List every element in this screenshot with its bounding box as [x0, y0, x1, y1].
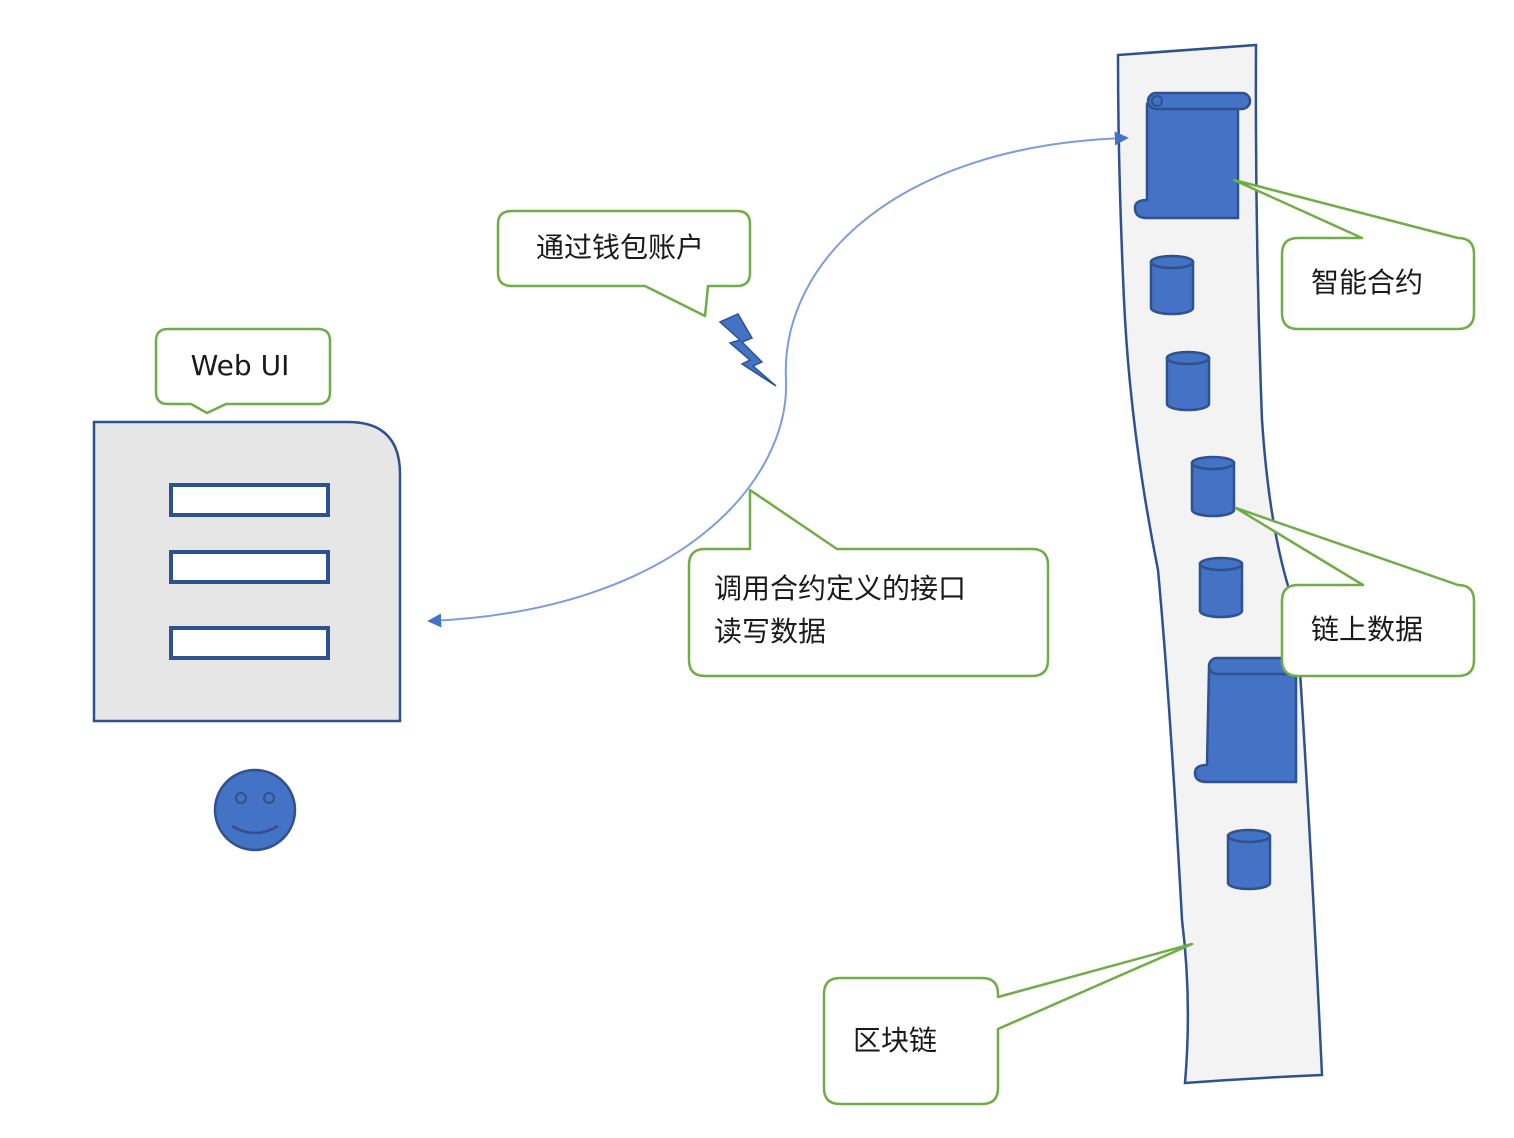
- on-chain-data-label: 链上数据: [1311, 613, 1423, 646]
- call-contract-label-line2: 读写数据: [714, 615, 826, 648]
- cylinder-database-icon: [1198, 556, 1244, 619]
- scroll-icon: [1133, 91, 1252, 220]
- web-ui-field-3: [169, 626, 330, 660]
- web-ui-label: Web UI: [191, 349, 290, 382]
- scroll-icon: [1193, 656, 1307, 784]
- web-ui-panel: [92, 420, 402, 723]
- cylinder-database-icon: [1165, 350, 1211, 412]
- web-ui-field-2: [169, 550, 330, 584]
- smart-contract-callout: 智能合约: [1232, 178, 1476, 331]
- interaction-arc-arrow: [427, 131, 1129, 628]
- cylinder-database-icon: [1226, 828, 1272, 891]
- wallet-account-callout: 通过钱包账户: [496, 209, 752, 318]
- wallet-account-label: 通过钱包账户: [536, 231, 704, 264]
- cylinder-database-icon: [1190, 455, 1236, 518]
- blockchain-label: 区块链: [853, 1024, 937, 1057]
- smart-contract-label: 智能合约: [1311, 266, 1423, 299]
- lightning-bolt-icon: [718, 313, 777, 387]
- web-ui-field-1: [169, 483, 330, 517]
- call-contract-callout: 调用合约定义的接口 读写数据: [687, 488, 1050, 678]
- call-contract-label-line1: 调用合约定义的接口: [714, 572, 966, 605]
- blockchain-callout: 区块链: [822, 942, 1194, 1106]
- on-chain-data-callout: 链上数据: [1234, 506, 1476, 678]
- web-ui-callout: Web UI: [154, 327, 332, 415]
- cylinder-database-icon: [1149, 254, 1195, 316]
- smiley-face-icon: [213, 768, 297, 852]
